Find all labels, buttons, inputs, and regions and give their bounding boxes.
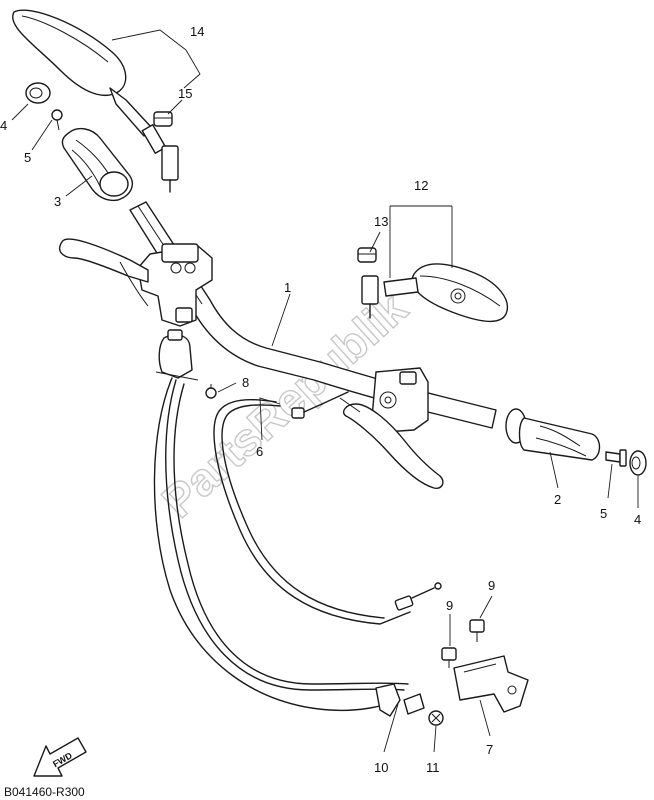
switch-clamp[interactable] — [155, 329, 199, 381]
cable-end-lower[interactable] — [394, 582, 442, 611]
right-end-screw[interactable] — [605, 449, 627, 467]
callout-5-left: 5 — [24, 150, 31, 165]
callout-15: 15 — [178, 86, 192, 101]
left-grip[interactable] — [61, 127, 134, 202]
bolt-11[interactable] — [428, 710, 444, 726]
callout-10: 10 — [374, 760, 388, 775]
callout-5-right: 5 — [600, 506, 607, 521]
bolt-9-lower[interactable] — [441, 647, 457, 668]
cable-guide-10[interactable] — [375, 683, 425, 717]
right-grip[interactable] — [505, 408, 601, 461]
callout-9-lower: 9 — [446, 598, 453, 613]
bolt-9-upper[interactable] — [469, 619, 485, 642]
fwd-arrow: FWD — [33, 737, 87, 777]
brake-master-cylinder[interactable] — [137, 243, 213, 327]
right-lever[interactable] — [339, 397, 444, 490]
callout-7: 7 — [486, 742, 493, 757]
drawing-code: B041460-R300 — [4, 785, 85, 799]
callout-labels: 14 15 4 5 3 12 13 1 8 6 2 5 4 9 9 10 11 … — [0, 24, 641, 775]
throttle-cable[interactable] — [291, 391, 349, 419]
callout-9-upper: 9 — [488, 578, 495, 593]
callout-13: 13 — [374, 214, 388, 229]
callout-2: 2 — [554, 492, 561, 507]
left-mirror[interactable] — [12, 9, 179, 193]
callout-11: 11 — [426, 760, 440, 775]
callout-4-right: 4 — [634, 512, 641, 527]
callout-8: 8 — [242, 375, 249, 390]
mirror-cap-right[interactable] — [357, 247, 377, 263]
left-grip-end[interactable] — [25, 82, 51, 104]
callout-6: 6 — [256, 444, 263, 459]
cable-bracket[interactable] — [453, 655, 529, 713]
callout-4-left: 4 — [0, 118, 7, 133]
callout-12: 12 — [414, 178, 428, 193]
left-end-screw[interactable] — [51, 109, 63, 131]
right-switch-housing[interactable] — [371, 367, 429, 433]
callout-1: 1 — [284, 280, 291, 295]
right-grip-end[interactable] — [629, 450, 647, 476]
callout-14: 14 — [190, 24, 204, 39]
mirror-cap-left[interactable] — [153, 111, 173, 127]
bolt-8[interactable] — [205, 384, 217, 399]
left-lever[interactable] — [58, 238, 149, 307]
right-mirror[interactable] — [361, 263, 508, 322]
leader-lines — [11, 29, 639, 753]
callout-3: 3 — [54, 194, 61, 209]
cable-bundle — [153, 377, 411, 712]
